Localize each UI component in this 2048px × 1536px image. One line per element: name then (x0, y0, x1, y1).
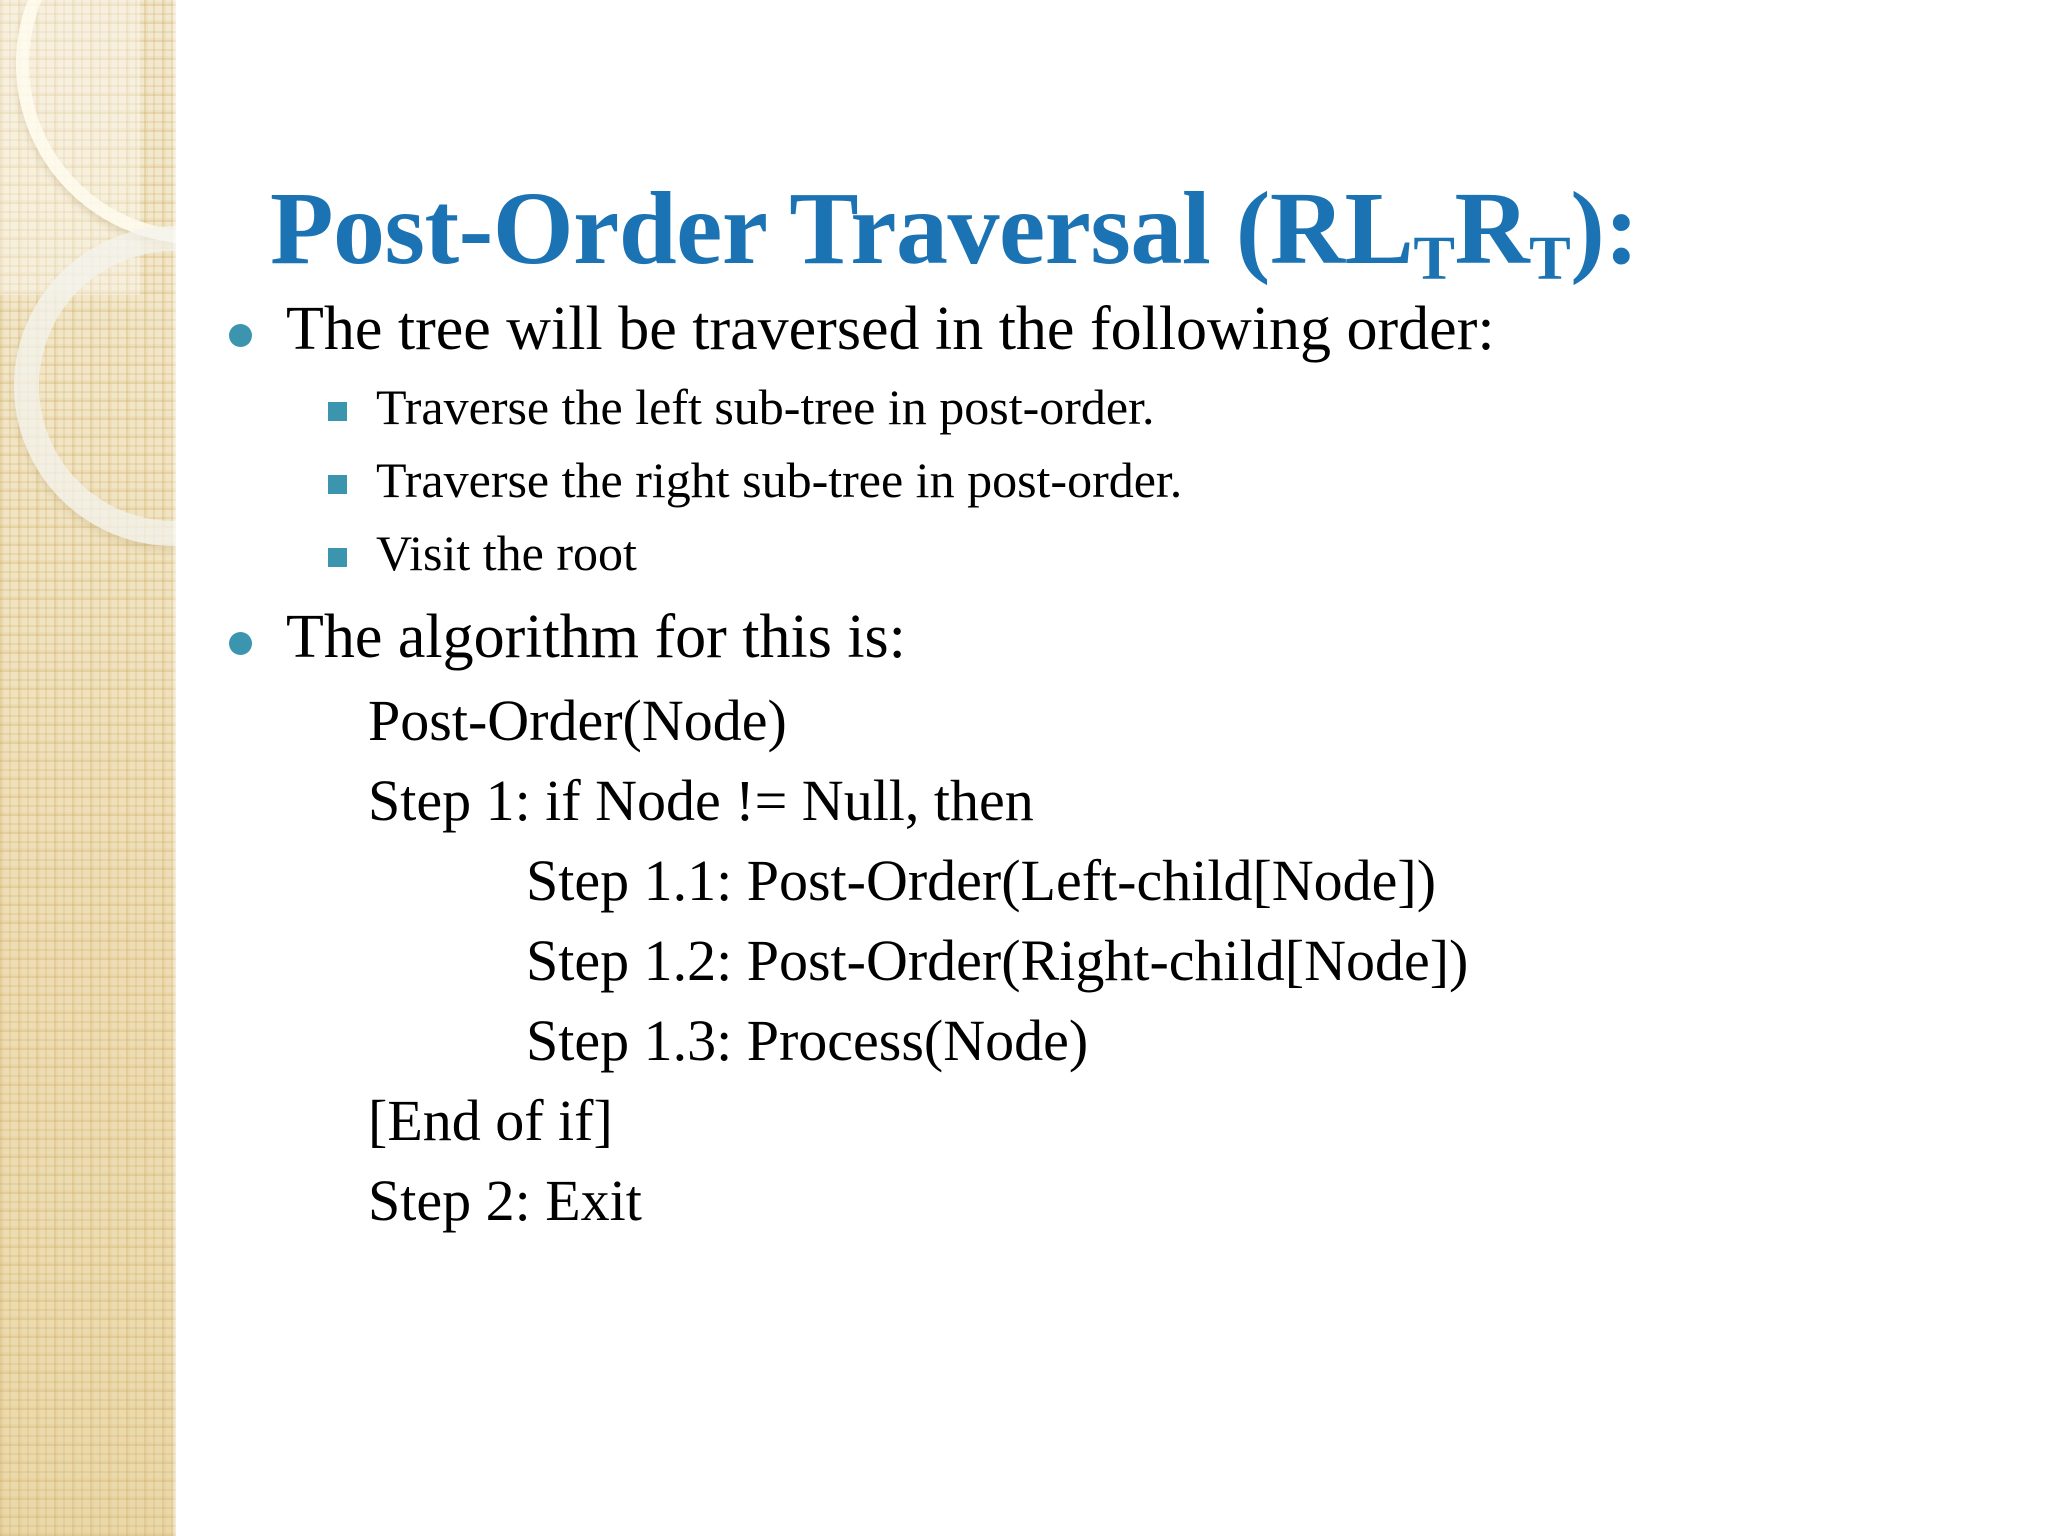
cream-ring-icon (16, 0, 176, 244)
bullet-square-icon (328, 402, 347, 421)
algorithm-line-step-2: Step 2: Exit (368, 1168, 642, 1233)
sub-bullet-item-1: Traverse the left sub-tree in post-order… (176, 382, 2048, 432)
sub-bullet-list: Traverse the left sub-tree in post-order… (176, 382, 2048, 578)
sub-bullet-label-2: Traverse the right sub-tree in post-orde… (376, 452, 1183, 508)
grey-ring-icon (14, 226, 176, 546)
algorithm-intro-label: The algorithm for this is: (286, 603, 906, 671)
panel-texture-pattern (0, 0, 176, 1536)
sub-bullet-item-3: Visit the root (176, 528, 2048, 578)
title-subscript-2: T (1529, 223, 1571, 293)
algorithm-block: Post-Order(Node) Step 1: if Node != Null… (176, 692, 2048, 1230)
bullet-dot-icon (229, 632, 252, 655)
algorithm-line-step-1-1: Step 1.1: Post-Order(Left-child[Node]) (526, 848, 1437, 913)
bullet-square-icon (328, 475, 347, 494)
panel-corner-wash (0, 0, 140, 295)
bullet-dot-icon (229, 324, 252, 347)
algorithm-line-step-1-2: Step 1.2: Post-Order(Right-child[Node]) (526, 928, 1469, 993)
bullet-algorithm-intro: The algorithm for this is: (176, 606, 2048, 668)
algorithm-line-step-1: Step 1: if Node != Null, then (368, 768, 1034, 833)
bullet-square-icon (328, 548, 347, 567)
sub-bullet-label-3: Visit the root (376, 525, 637, 581)
algorithm-line-step-1-3: Step 1.3: Process(Node) (526, 1008, 1089, 1073)
bullet-intro-label: The tree will be traversed in the follow… (286, 295, 1495, 363)
slide-title: Post-Order Traversal (RLTRT): (270, 170, 1970, 291)
title-part-before-subscript-1: Post-Order Traversal (RL (270, 170, 1414, 286)
sub-bullet-item-2: Traverse the right sub-tree in post-orde… (176, 455, 2048, 505)
title-part-between-subscripts: R (1454, 170, 1530, 286)
slide-body: The tree will be traversed in the follow… (176, 298, 2048, 1252)
sub-bullet-label-1: Traverse the left sub-tree in post-order… (376, 379, 1155, 435)
bullet-intro: The tree will be traversed in the follow… (176, 298, 2048, 360)
decorative-side-panel (0, 0, 176, 1536)
algorithm-line-signature: Post-Order(Node) (368, 688, 787, 753)
title-subscript-1: T (1413, 223, 1455, 293)
title-part-after-subscript-2: ): (1570, 170, 1639, 286)
algorithm-line-end-of-if: [End of if] (368, 1088, 613, 1153)
